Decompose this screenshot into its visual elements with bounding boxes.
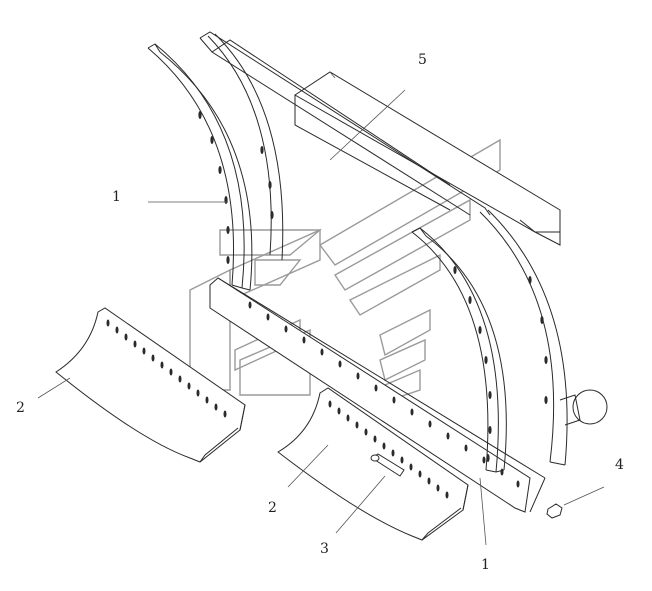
callout-5: 5 xyxy=(418,52,427,68)
mounting-frame-part-5 xyxy=(199,31,561,246)
curved-rib-left xyxy=(147,33,284,291)
cutting-edge-right-part-2 xyxy=(277,387,469,541)
callout-2-right: 2 xyxy=(268,500,277,516)
leader-lines xyxy=(37,89,605,546)
bolt-part-3 xyxy=(370,453,405,477)
callout-labels: 1 1 2 2 3 4 5 xyxy=(16,52,624,573)
callout-2-left: 2 xyxy=(16,400,25,416)
callout-1-upper: 1 xyxy=(112,189,121,205)
roller-cylinder xyxy=(559,389,608,426)
nut-part-4 xyxy=(546,503,563,519)
cutting-edge-left-part-2 xyxy=(55,307,246,463)
callout-1-lower: 1 xyxy=(481,557,490,573)
main-blade-strip xyxy=(209,277,546,513)
callout-3: 3 xyxy=(320,541,329,557)
callout-4: 4 xyxy=(615,457,624,473)
